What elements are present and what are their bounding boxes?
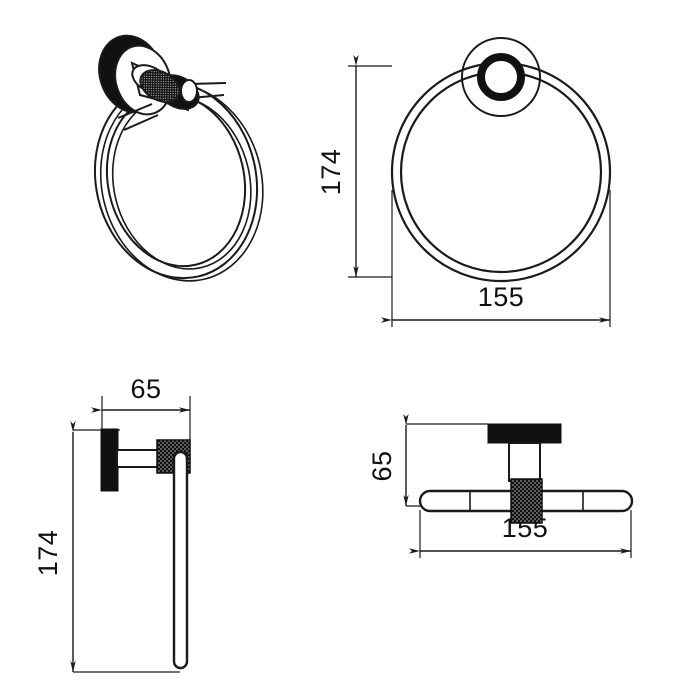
isometric-view (93, 34, 264, 282)
plan-view: 65 155 (367, 414, 634, 558)
side-arm (116, 449, 161, 468)
side-depth-dimension-label: 65 (130, 374, 161, 404)
plan-knurled-collar (510, 478, 543, 524)
plan-depth-dimension-label: 65 (367, 450, 397, 481)
iso-ring-ends (117, 79, 227, 131)
front-view: 174 155 (316, 37, 612, 327)
front-knurled-collar (477, 53, 525, 101)
side-wall-plate (100, 428, 119, 492)
front-height-dimension-label: 174 (316, 149, 346, 196)
front-width-dimension-label: 155 (478, 282, 525, 312)
side-view: 65 174 (33, 374, 191, 673)
plan-wall-plate (487, 423, 562, 444)
plan-stem (508, 442, 541, 482)
side-height-dimension-label: 174 (33, 530, 63, 577)
side-ring-profile (172, 450, 189, 670)
